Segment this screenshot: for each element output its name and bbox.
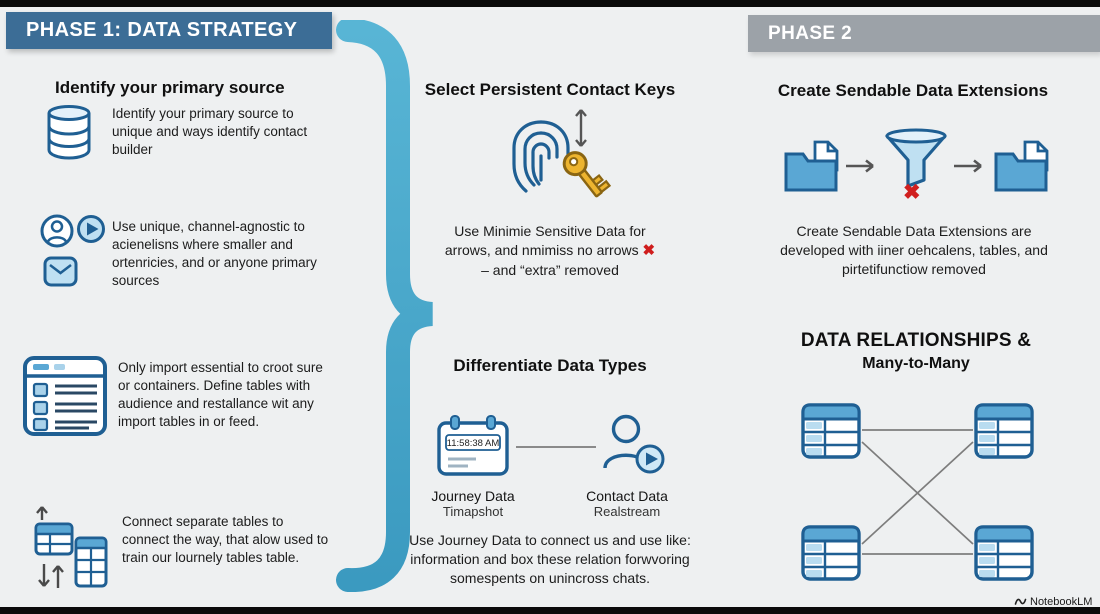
relationships-title-line2: Many-to-Many: [862, 355, 970, 372]
folder-doc-right-icon: [992, 138, 1052, 201]
key-icon: [556, 146, 614, 217]
relationships-title: DATA RELATIONSHIPS & Many-to-Many: [780, 330, 1052, 373]
phase2-header: PHASE 2: [748, 15, 1100, 52]
keys-line3: – and “extra” removed: [481, 261, 619, 278]
data-types-description: Use Journey Data to connect us and use l…: [409, 532, 691, 586]
phase2-header-label: PHASE 2: [768, 22, 853, 44]
phase1-item1-title: Identify your primary source: [55, 78, 285, 97]
phase1-header: PHASE 1: DATA STRATEGY: [6, 12, 332, 49]
curly-brace-shape: [336, 20, 434, 592]
phase1-item2-text: Use unique, channel-agnostic to acieneli…: [112, 219, 317, 289]
arrow-right-left-icon: [844, 158, 880, 179]
contact-label-line2: Realstream: [593, 504, 661, 519]
keys-line2: arrows, and nmimiss no arrows: [444, 241, 639, 258]
sendable-description: Create Sendable Data Extensions are deve…: [780, 223, 1048, 277]
relationship-table-top-right-icon: [973, 402, 1035, 465]
letterbox-top: [0, 0, 1100, 7]
funnel-icon: [880, 126, 952, 193]
notebooklm-watermark-label: NotebookLM: [1030, 595, 1093, 608]
contact-keys-description: Use Minimie Sensitive Data for arrows, a…: [400, 222, 700, 280]
journey-label-line1: Journey Data: [431, 488, 515, 504]
relationship-table-top-left-icon: [800, 402, 862, 465]
contact-keys-title: Select Persistent Contact Keys: [424, 80, 676, 99]
notebooklm-logo-icon: [1014, 595, 1027, 608]
contact-label-line1: Contact Data: [586, 488, 668, 504]
relationship-lines: [861, 429, 974, 555]
channels-icon: [36, 212, 112, 297]
phase1-item1-text: Identify your primary source to unique a…: [112, 106, 308, 158]
keys-line1: Use Minimie Sensitive Data for: [454, 223, 646, 239]
contact-avatar-icon: [598, 413, 666, 481]
arrow-right-right-icon: [952, 158, 988, 179]
phase1-item3-text: Only import essential to croot sure or c…: [118, 360, 323, 430]
phase1-header-label: PHASE 1: DATA STRATEGY: [26, 19, 298, 41]
relationship-table-bottom-left-icon: [800, 524, 862, 587]
relationships-title-line1: DATA RELATIONSHIPS &: [800, 330, 1032, 351]
linked-tables-icon: [28, 500, 110, 599]
audience-table-icon: [22, 353, 108, 444]
calendar-time-label: 11:58:38 AM: [447, 438, 500, 449]
resize-vertical-arrow-icon: [572, 104, 590, 157]
data-types-title: Differentiate Data Types: [453, 356, 647, 375]
letterbox-bottom: [0, 607, 1100, 614]
journey-label-line2: Timapshot: [442, 504, 504, 519]
relationship-table-bottom-right-icon: [973, 524, 1035, 587]
sendable-title: Create Sendable Data Extensions: [777, 81, 1049, 100]
journey-data-label: Journey Data Timapshot: [413, 488, 533, 519]
notebooklm-watermark: NotebookLM: [1014, 595, 1092, 608]
connector-line: [516, 446, 596, 448]
folder-doc-left-icon: [782, 138, 842, 201]
database-icon: [44, 103, 94, 166]
calendar-icon: 11:58:38 AM: [436, 414, 510, 483]
funnel-x-mark-icon: ✖: [903, 181, 921, 204]
contact-data-label: Contact Data Realstream: [567, 488, 687, 519]
reject-x-icon: ✖: [642, 241, 656, 259]
phase1-item4-text: Connect separate tables to connect the w…: [122, 514, 329, 566]
fingerprint-icon: [502, 112, 580, 212]
